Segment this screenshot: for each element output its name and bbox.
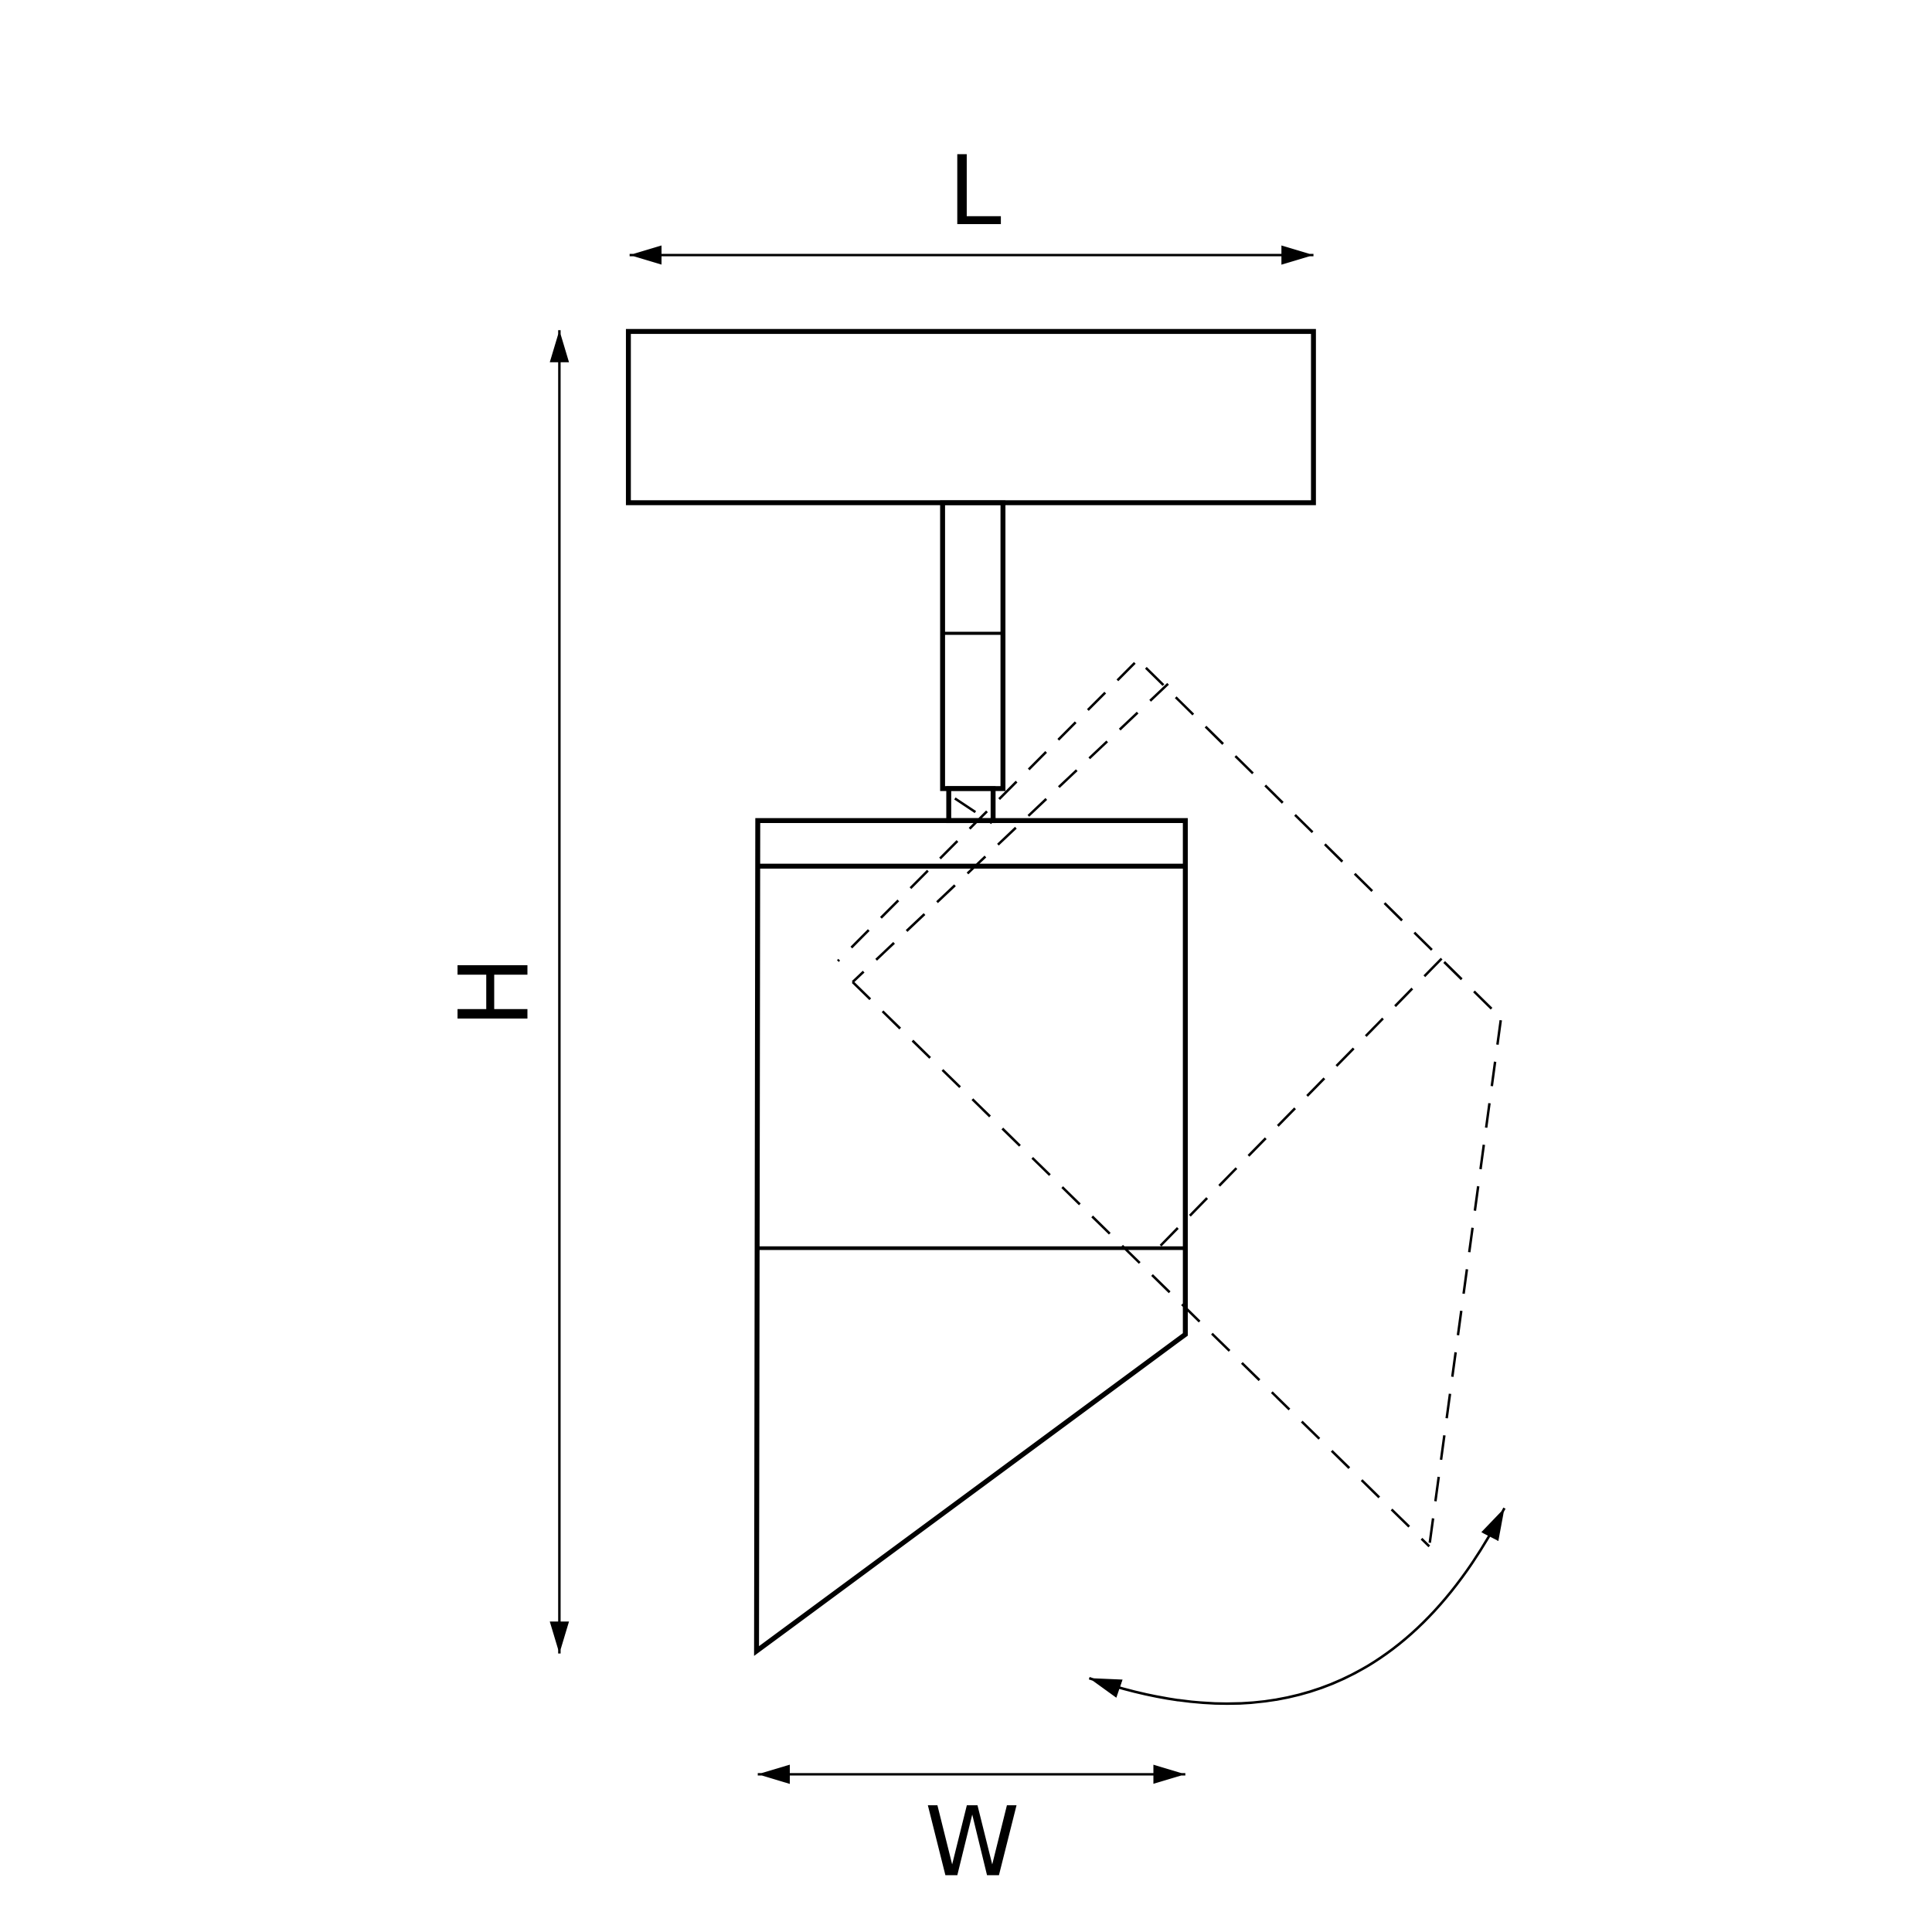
stem (940, 500, 1006, 791)
length-label: L (948, 136, 1002, 247)
neck (946, 786, 996, 824)
fixture-solid (625, 328, 1316, 1656)
track-adapter (625, 328, 1316, 505)
fixture-rotated-dashed (837, 662, 1505, 1548)
height-dimension: H (439, 330, 570, 1654)
rotation-arrow (1088, 1507, 1506, 1706)
lamp-body (753, 818, 1188, 1656)
length-dimension: L (629, 136, 1314, 265)
width-label: W (924, 1787, 1019, 1899)
width-dimension: W (757, 1764, 1185, 1899)
height-label: H (439, 956, 550, 1029)
